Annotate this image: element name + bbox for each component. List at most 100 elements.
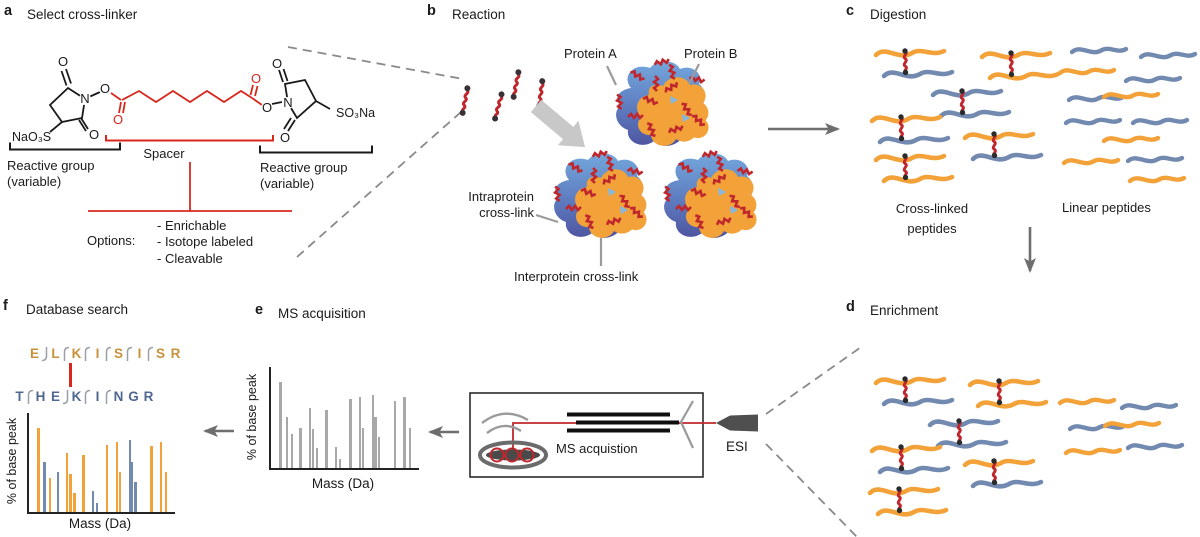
spectrum-bar — [299, 427, 302, 468]
atom-o-red: O — [251, 71, 261, 86]
residue: K — [71, 346, 82, 361]
protein-a-label: Protein A — [564, 46, 617, 61]
esi-emitter — [716, 414, 758, 432]
left-salt-label: NaO₃S — [12, 130, 52, 144]
residue: T — [15, 389, 24, 404]
fragmentation-mark — [126, 346, 133, 362]
panel-d-letter: d — [846, 299, 855, 315]
spectrum-bar — [115, 442, 119, 512]
magnification-dashed-lines-a-to-b — [287, 46, 464, 258]
reactive-group-right-line2: (variable) — [260, 175, 315, 191]
spectrum-bar — [315, 448, 319, 468]
fragmentation-mark — [27, 389, 34, 405]
intraprotein-line2: cross-link — [479, 204, 534, 220]
spectrum-bar — [361, 427, 365, 468]
panel-c-title: Digestion — [870, 7, 927, 22]
fragmentation-mark — [84, 346, 91, 362]
spectrum-bar — [408, 427, 412, 468]
intraprotein-pointer — [535, 213, 559, 224]
spacer-label: Spacer — [143, 146, 185, 161]
spectrum-bar — [377, 437, 380, 468]
linear-peptides-d — [1060, 400, 1182, 453]
spectrum-bar — [150, 446, 153, 512]
ion-trap — [478, 412, 548, 470]
atom-n: N — [283, 95, 292, 110]
spectrum-bar — [128, 440, 132, 512]
workflow-arrows — [203, 123, 1036, 438]
ms-spectrum-f — [27, 413, 175, 514]
panel-a-title: Select cross-linker — [27, 7, 138, 22]
residue: I — [95, 389, 100, 404]
right-salt-label: SO₃Na — [336, 106, 376, 120]
options-connector — [88, 162, 292, 212]
callout-pointer-lines — [535, 63, 700, 266]
reactive-group-left-label: Reactive group (variable) — [7, 158, 94, 189]
spectrum-bar — [48, 478, 51, 512]
spectrum-bar — [338, 458, 342, 468]
spectrum-bar — [311, 429, 315, 468]
residue: K — [71, 389, 82, 404]
f-xlabel: Mass (Da) — [68, 516, 132, 531]
residue: N — [113, 389, 124, 404]
fragmentation-mark — [147, 346, 154, 362]
protein-b-label: Protein B — [684, 46, 738, 61]
spectrum-bar — [159, 442, 162, 512]
f-ylabel: % of base peak — [5, 417, 19, 505]
crosslinked-peptides-label: Cross-linked peptides — [872, 199, 992, 239]
spectrum-bar — [73, 492, 76, 512]
spectrum-bar — [403, 396, 406, 468]
ms-spectrum-e — [269, 367, 419, 470]
linear-peptides-c — [1060, 49, 1195, 181]
residue: S — [113, 346, 123, 361]
crosslinker-chemical-structure: O O N O O O O N O O — [9, 54, 373, 212]
fragmentation-mark — [41, 346, 48, 362]
panel-b-title: Reaction — [452, 7, 506, 22]
residue: E — [29, 346, 39, 361]
e-xlabel: Mass (Da) — [311, 476, 375, 491]
spectrum-bar — [37, 427, 40, 512]
panel-b-letter: b — [427, 3, 436, 19]
residue: G — [128, 389, 139, 404]
mass-spectrometer-box — [469, 392, 716, 478]
reactive-group-left-bracket — [9, 142, 121, 151]
spectrum-bar — [91, 490, 95, 512]
crosslinked-peptides-c — [872, 48, 1058, 181]
spectrum-bar — [66, 453, 69, 512]
atom-o-red: O — [113, 112, 123, 127]
residue: S — [155, 346, 165, 361]
spectrum-bar — [279, 382, 282, 468]
spectrum-bar — [358, 396, 362, 468]
fragmentation-mark — [105, 346, 112, 362]
magnification-dashed-lines-d-to-esi — [765, 344, 865, 537]
e-ylabel: % of base peak — [245, 373, 259, 461]
spectrum-bar — [131, 462, 134, 512]
crosslink-red-line — [69, 363, 73, 387]
atom-o: O — [272, 56, 282, 71]
atom-o: O — [89, 127, 99, 142]
fragmentation-mark — [84, 389, 91, 405]
atom-o: O — [280, 130, 290, 145]
option-enrichable: - Enrichable — [157, 218, 227, 233]
spectrum-bar — [349, 399, 352, 468]
residue: R — [143, 389, 154, 404]
spectrum-bar — [95, 502, 99, 512]
spectrum-bar — [134, 481, 137, 512]
free-crosslinker-molecules — [459, 69, 547, 123]
options-list: - Enrichable - Isotope labeled - Cleavab… — [157, 218, 253, 267]
options-label: Options: — [87, 233, 136, 248]
spectrum-bar — [106, 444, 109, 512]
residue: H — [35, 389, 46, 404]
protein-a-pointer — [606, 65, 617, 86]
interprotein-label: Interprotein cross-link — [514, 269, 639, 284]
reactive-group-left-line1: Reactive group — [7, 158, 95, 173]
spacer-bracket — [105, 135, 274, 142]
spectrum-bar — [285, 417, 289, 468]
fragmentation-mark — [62, 389, 69, 405]
spectrum-bar — [56, 472, 60, 512]
panel-a-letter: a — [4, 3, 13, 19]
esi-label: ESI — [726, 439, 748, 454]
inlet-skimmer — [679, 400, 694, 449]
residue: I — [137, 346, 142, 361]
